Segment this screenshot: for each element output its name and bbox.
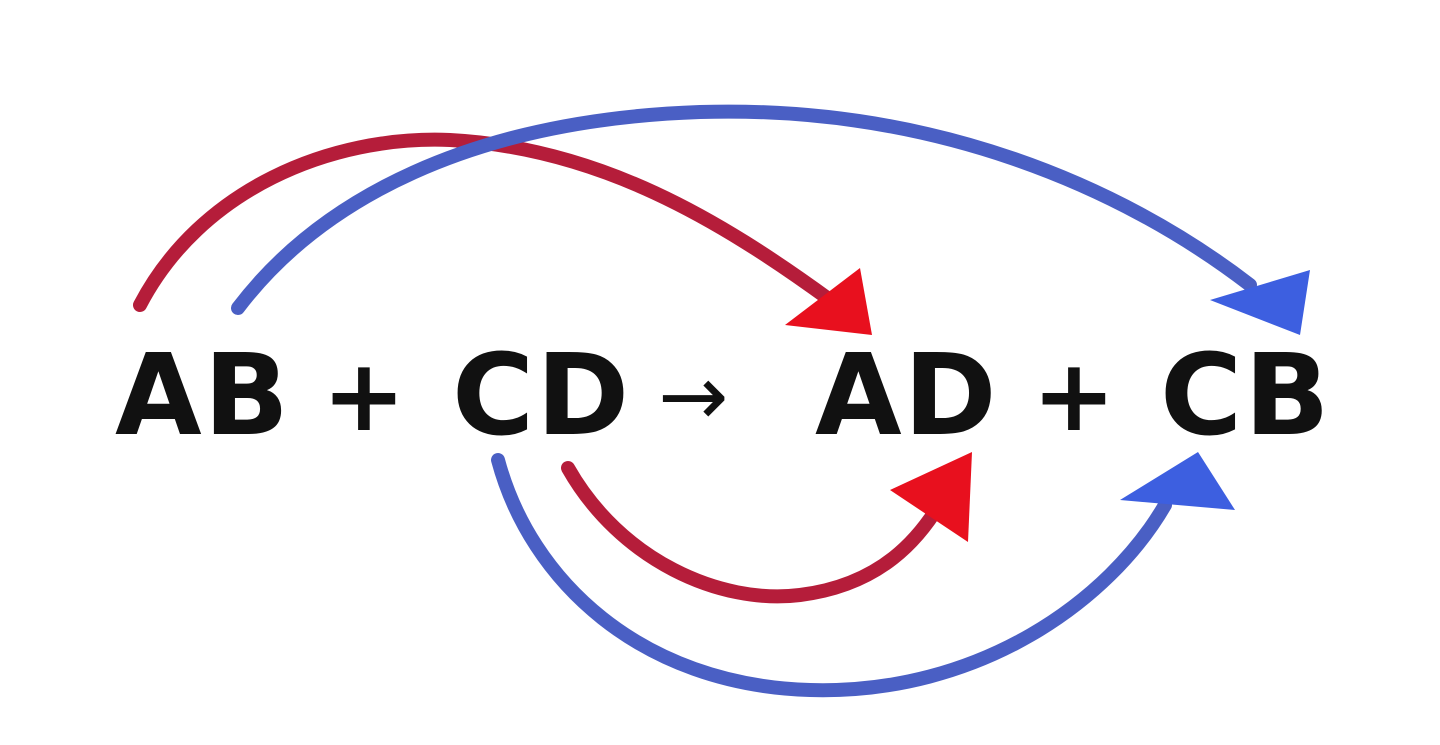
blue-arrowhead-bottom	[1120, 452, 1235, 510]
product-cb: CB	[1160, 331, 1332, 461]
red-arrowhead-top	[785, 268, 872, 335]
red-arrow-a-to-ad	[133, 132, 837, 312]
red-arrow-d-to-ad	[561, 461, 952, 604]
blue-arrow-c-to-cb	[491, 453, 1172, 698]
plus-sign-2: +	[1032, 337, 1116, 454]
red-arrowhead-bottom	[890, 452, 972, 542]
reactant-cd: CD	[452, 331, 632, 461]
product-ad: AD	[815, 331, 999, 461]
plus-sign-1: +	[322, 337, 406, 454]
blue-arrowhead-top	[1210, 270, 1310, 335]
blue-arrow-b-to-cb	[231, 104, 1257, 315]
yields-arrow: →	[658, 347, 729, 445]
reactant-ab: AB	[115, 331, 292, 461]
